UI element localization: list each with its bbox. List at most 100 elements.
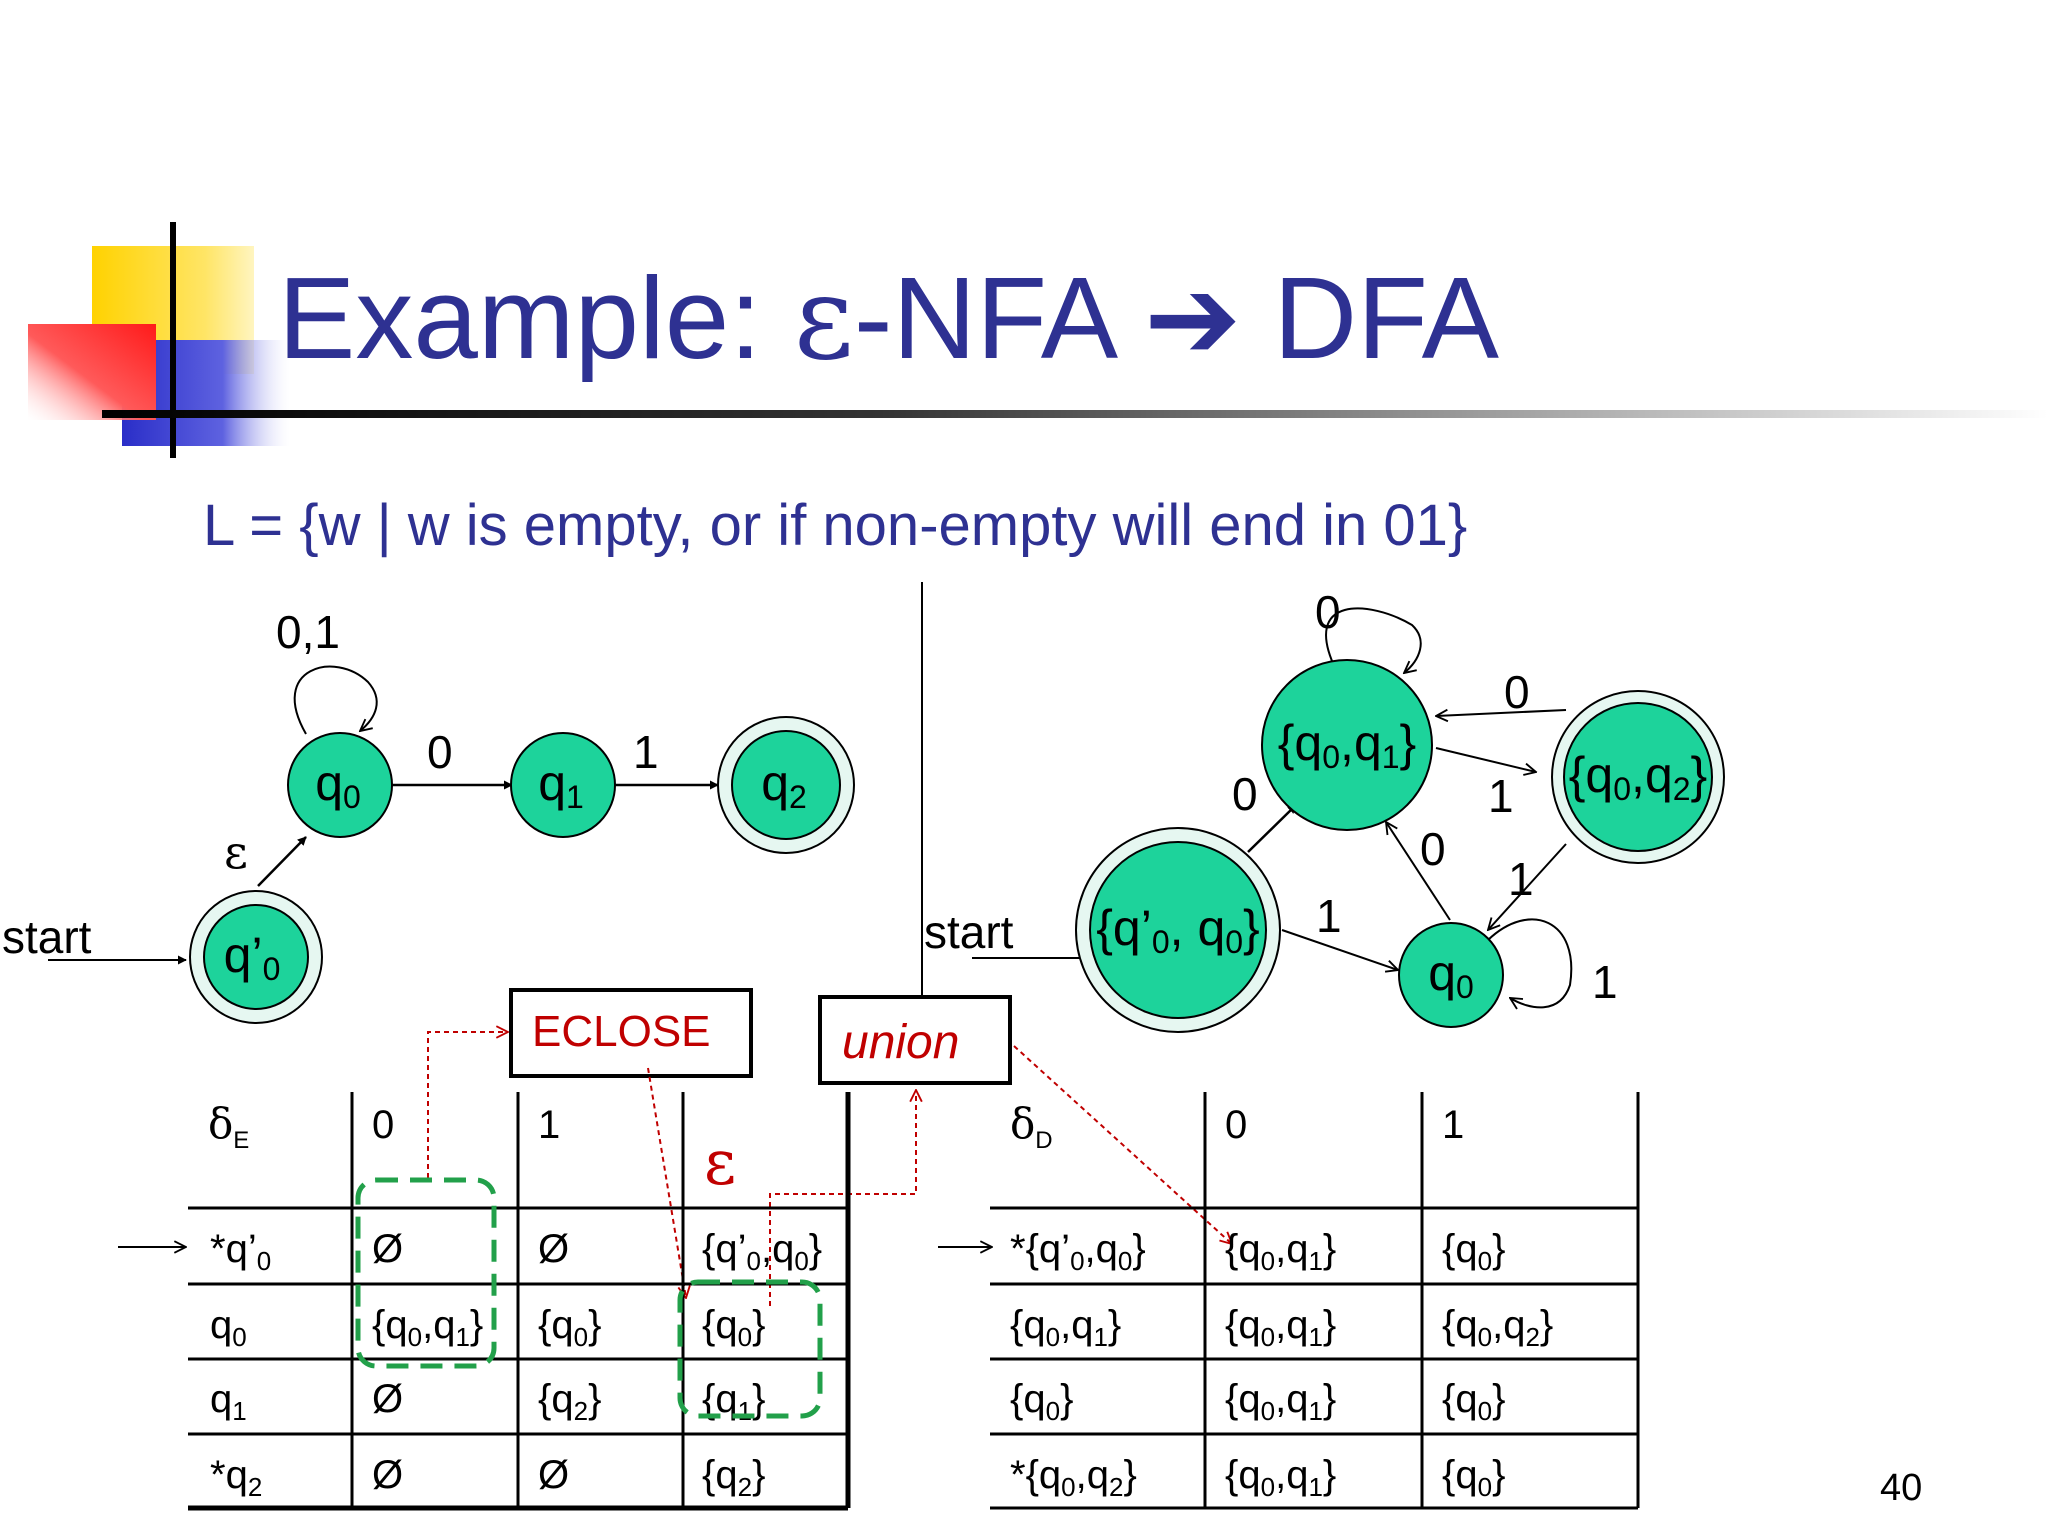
text-run: } [1492, 1453, 1505, 1497]
table-e-symbol: δE [208, 1099, 249, 1154]
table-cell-2-3: {q1} [702, 1377, 765, 1426]
enfa-diagram: start 0,1 0 1 ε q’0 q0 q1 q2 [2, 606, 855, 1024]
dfa-start-label: start [924, 906, 1014, 958]
text-run: q [210, 1303, 232, 1347]
text-run: {q [1010, 1377, 1046, 1421]
table-cell-0-2: Ø [538, 1227, 569, 1271]
subscript: 2 [738, 1472, 752, 1502]
text-run: } [1492, 1377, 1505, 1421]
highlight-eclose-column [677, 1279, 823, 1419]
text-run: Ø [372, 1377, 403, 1421]
table-cell-2-1: {q0,q1} [1225, 1377, 1336, 1426]
text-run: } [1323, 1227, 1336, 1271]
text-run: ,q [1076, 1453, 1109, 1497]
text-run: {q [1225, 1227, 1261, 1271]
eclose-box [509, 988, 753, 1078]
dfa-state-A-label: {q’0, q0} [1096, 900, 1260, 960]
subscript: 2 [574, 1396, 588, 1426]
text-run: Ø [538, 1227, 569, 1271]
table-d-symbol: δD [1010, 1099, 1053, 1154]
enfa-q2-main: q [761, 755, 789, 811]
enfa-q2-sub: 2 [789, 779, 807, 815]
table-cell-1-1: {q0,q1} [372, 1303, 483, 1352]
dfa-state-B-label: {q0,q1} [1278, 715, 1417, 775]
dfa-edge-D-loop [1487, 918, 1573, 1007]
subscript: 0 [1118, 1246, 1132, 1276]
eclose-label: ECLOSE [532, 1007, 711, 1056]
text-run: q [1428, 945, 1456, 1001]
dfa-edge-A-D [1281, 929, 1398, 970]
text-run: ,q [1060, 1303, 1093, 1347]
table-cell-3-1: {q0,q1} [1225, 1453, 1336, 1502]
text-run: ,q [1275, 1303, 1308, 1347]
subscript: 0 [1261, 1472, 1275, 1502]
dfa-label-A-D: 1 [1316, 890, 1342, 942]
table-row-state-2-0: {q0} [1010, 1377, 1073, 1426]
subscript: 1 [738, 1396, 752, 1426]
text-run: ,q [1340, 715, 1382, 771]
subscript: 1 [1308, 1396, 1322, 1426]
text-run: ,q [1085, 1227, 1118, 1271]
table-cell-3-2: Ø [538, 1453, 569, 1497]
text-run: {q [1442, 1303, 1478, 1347]
dfa-label-D-loop: 1 [1592, 956, 1618, 1008]
subscript: 2 [248, 1472, 262, 1502]
text-run: } [1108, 1303, 1121, 1347]
decor-vertical-bar [170, 222, 176, 458]
subscript: 0 [232, 1322, 246, 1352]
table-cell-3-1: Ø [372, 1453, 403, 1497]
enfa-q0p-sub: 0 [263, 951, 281, 987]
enfa-q0-sub: 0 [343, 779, 361, 815]
table-cell-0-2: {q0} [1442, 1227, 1505, 1276]
subscript: 0 [1456, 969, 1474, 1005]
subscript: 0 [1061, 1472, 1075, 1502]
subscript: 0 [1261, 1396, 1275, 1426]
enfa-q1-sub: 1 [566, 779, 584, 815]
text-run: {q [1442, 1453, 1478, 1497]
dfa-edge-B-C [1435, 747, 1536, 772]
subscript: 0 [1261, 1246, 1275, 1276]
table-row-state-1-0: q0 [210, 1303, 247, 1352]
table-cell-1-3: {q0} [702, 1303, 765, 1352]
text-run: } [470, 1303, 483, 1347]
subscript: 0 [408, 1322, 422, 1352]
enfa-label-self-loop: 0,1 [276, 606, 340, 658]
subscript: 0 [1070, 1246, 1084, 1276]
dfa-edge-A-B [1247, 804, 1297, 853]
dfa-label-A-B: 0 [1232, 768, 1258, 820]
text-run: *{q’ [1010, 1227, 1070, 1271]
dfa-edge-D-B [1386, 822, 1451, 921]
dfa-edge-B-loop [1325, 607, 1422, 673]
text-run: {q [1225, 1453, 1261, 1497]
enfa-q0-main: q [315, 755, 343, 811]
table-delta-d: δD 0 1 *{q’0,q0}{q0,q1}{q0}{q0,q1}{q0,q1… [938, 1092, 1640, 1510]
subscript: 0 [1046, 1396, 1060, 1426]
dfa-label-B-C: 1 [1488, 770, 1514, 822]
text-run: {q [702, 1303, 738, 1347]
subscript: 0 [257, 1246, 271, 1276]
text-run: {q [1442, 1227, 1478, 1271]
subscript: 0 [738, 1322, 752, 1352]
text-run: {q [538, 1377, 574, 1421]
dfa-label-B-loop: 0 [1315, 586, 1341, 638]
text-run: } [1540, 1303, 1553, 1347]
text-run: {q [1010, 1303, 1046, 1347]
title-middle: -NFA [854, 253, 1144, 383]
table-cell-0-3: {q’0,q0} [702, 1227, 822, 1276]
text-run: *q [210, 1453, 248, 1497]
text-run: ,q [1492, 1303, 1525, 1347]
dfa-state-C-label: {q0,q2} [1569, 747, 1708, 807]
title-prefix: Example: [278, 253, 794, 383]
table-cell-1-1: {q0,q1} [1225, 1303, 1336, 1352]
text-run: {q [1442, 1377, 1478, 1421]
subscript: 1 [232, 1396, 246, 1426]
table-row-state-0-0: *{q’0,q0} [1010, 1227, 1146, 1276]
dfa-diagram: start 0 0 1 0 0 1 1 1 {q’0, q0} {q0,q1} [924, 586, 1725, 1033]
decor-red-block [28, 324, 156, 420]
subscript: 1 [455, 1322, 469, 1352]
epsilon-column-header: ε [704, 1126, 736, 1199]
subscript: 0 [1478, 1396, 1492, 1426]
dfa-state-q0-q1: {q0,q1} [1261, 659, 1433, 831]
